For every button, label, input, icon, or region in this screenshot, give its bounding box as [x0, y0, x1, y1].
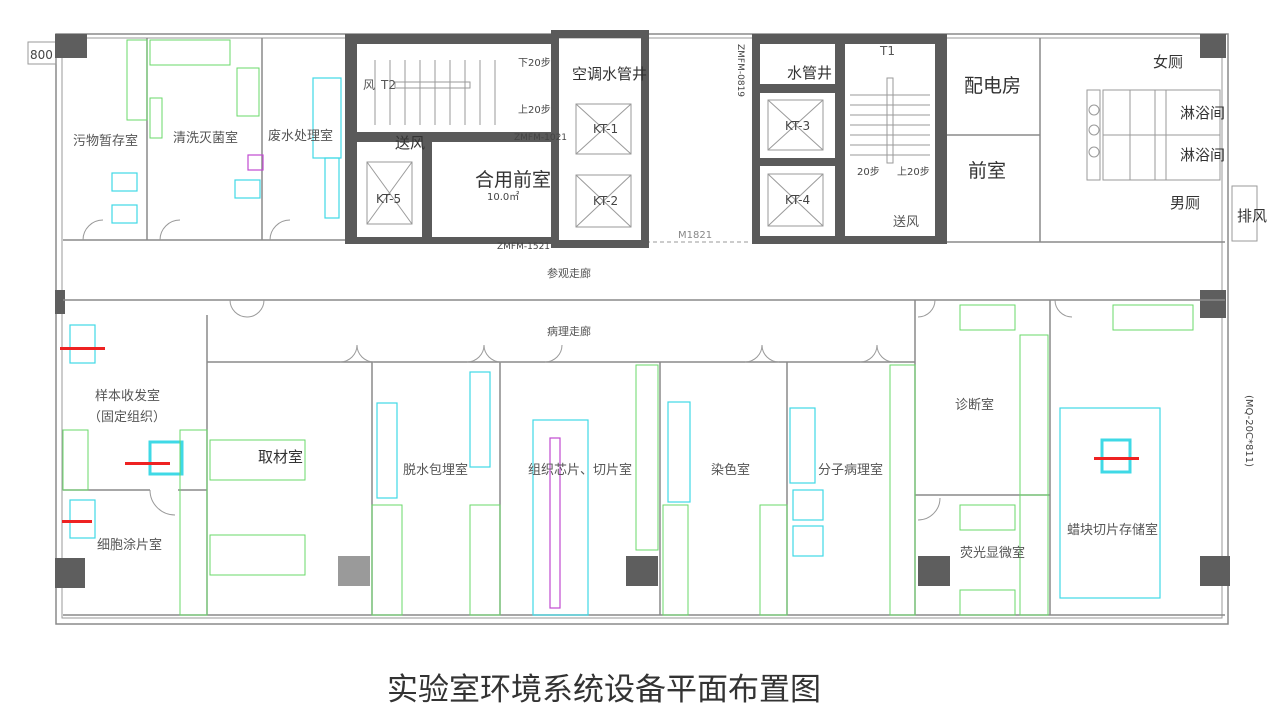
- stair-down-label-t2: 下20步: [518, 57, 551, 69]
- dimension-label: 800: [30, 48, 53, 62]
- room-shared-anteroom: 合用前室: [475, 169, 551, 191]
- room-specimen: 样本收发室: [95, 388, 160, 404]
- side-note: (MQ-20C*811): [1243, 395, 1254, 467]
- room-fluorescence: 荧光显微室: [960, 545, 1025, 561]
- room-sectioning: 组织芯片、切片室: [528, 462, 632, 478]
- door-code-1: ZMFM-1021: [514, 133, 567, 143]
- room-male-wc: 男厕: [1170, 194, 1200, 212]
- room-shower-1: 淋浴间: [1180, 104, 1225, 122]
- pathology-corridor-label: 病理走廊: [547, 324, 591, 338]
- bottom-walls: [63, 300, 1051, 615]
- room-power: 配电房: [964, 75, 1021, 97]
- room-female-wc: 女厕: [1153, 53, 1183, 71]
- core-right: [752, 34, 947, 244]
- room-water-shaft: 水管井: [787, 64, 832, 82]
- toilets: [1086, 89, 1258, 242]
- elevator-kt2: KT-2: [593, 194, 618, 208]
- stair-t2-label: T2: [380, 78, 396, 92]
- wind-label: 风: [363, 78, 375, 92]
- door-code-2: ZMFM-1521: [497, 242, 550, 252]
- stair-t1-label: T1: [879, 44, 895, 58]
- stairs: [374, 60, 930, 164]
- door-code-4: ZMFM-0819: [735, 44, 745, 97]
- stair-up-label-t2: 上20步: [518, 104, 551, 116]
- room-cytology: 细胞涂片室: [97, 537, 162, 553]
- room-ac-water-shaft: 空调水管井: [572, 65, 647, 83]
- drawing-title: 实验室环境系统设备平面布置图: [387, 672, 821, 708]
- anteroom-area: 10.0㎡: [487, 191, 519, 203]
- stair-up-label-t1: 上20步: [897, 166, 930, 178]
- elevator-kt1: KT-1: [593, 122, 618, 136]
- elevator-kt3: KT-3: [785, 119, 810, 133]
- columns: [55, 34, 1230, 588]
- room-waste-storage: 污物暂存室: [73, 133, 138, 149]
- stair-down-label-t1: 20步: [857, 166, 880, 178]
- supply-air-label-1: 送风: [395, 134, 425, 152]
- room-staining: 染色室: [711, 462, 750, 478]
- room-shower-2: 淋浴间: [1180, 146, 1225, 164]
- room-molecular: 分子病理室: [818, 462, 883, 478]
- doors: [82, 219, 1073, 521]
- door-code-3: M1821: [678, 230, 712, 241]
- elevators: [366, 99, 824, 228]
- elevator-kt4: KT-4: [785, 193, 810, 207]
- room-specimen-sub: （固定组织）: [88, 410, 166, 425]
- elevator-kt5: KT-5: [376, 192, 401, 206]
- room-diagnosis: 诊断室: [955, 397, 994, 413]
- room-block-storage: 蜡块切片存储室: [1067, 522, 1158, 538]
- room-wastewater: 废水处理室: [268, 128, 333, 144]
- room-embedding: 脱水包埋室: [403, 462, 468, 478]
- room-washing-sterilization: 清洗灭菌室: [173, 130, 238, 146]
- exhaust-label: 排风: [1237, 207, 1267, 225]
- visit-corridor-label: 参观走廊: [547, 266, 591, 280]
- room-anteroom: 前室: [968, 160, 1006, 182]
- supply-air-label-2: 送风: [893, 215, 919, 230]
- room-grossing: 取材室: [258, 448, 303, 466]
- equipment: [60, 39, 1194, 616]
